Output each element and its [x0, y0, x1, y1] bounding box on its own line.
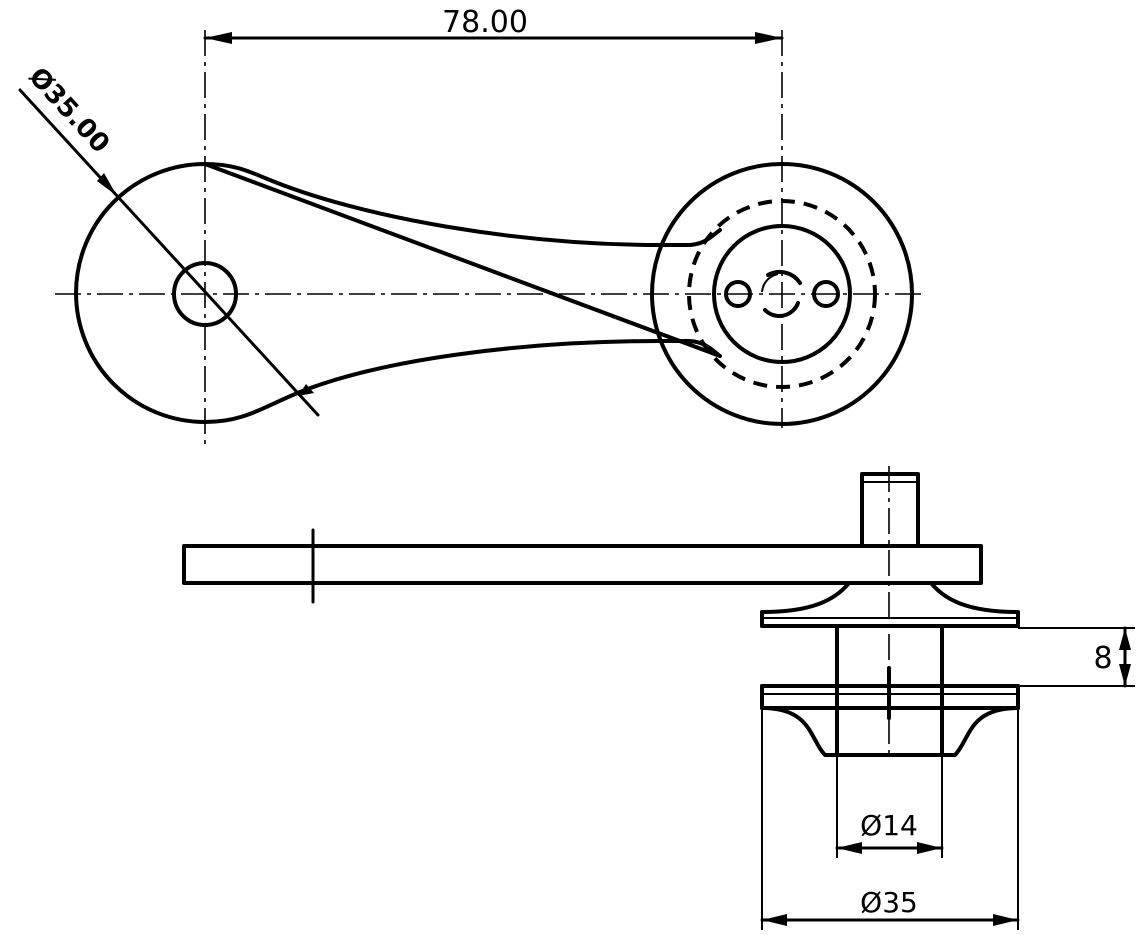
side-view: 8 Ø14 Ø35: [182, 466, 1135, 930]
dimension-height-label: 8: [1093, 641, 1112, 676]
arrow-head-diameter-top: [97, 173, 117, 196]
center-arc-inner: [761, 273, 779, 293]
lever-arm-side: [182, 544, 983, 585]
right-boss-hidden-circle: [687, 199, 877, 389]
dimension-length-label: 78.00: [442, 5, 528, 40]
arrow-shaft-right: [917, 842, 942, 854]
dimension-line-head-diameter: [18, 88, 320, 417]
center-arc-bottom: [763, 301, 800, 318]
arrow-head-diameter-bottom: [298, 384, 314, 396]
center-arc-top: [766, 269, 802, 285]
right-boss-outer-circle: [650, 162, 914, 426]
right-boss-hole-right: [812, 280, 840, 308]
lower-base: [760, 684, 1020, 757]
arrow-height-top: [1119, 628, 1131, 650]
arrow-base-right: [993, 914, 1018, 926]
arrow-height-bottom: [1119, 664, 1131, 686]
arrow-base-left: [762, 914, 787, 926]
arrow-shaft-left: [837, 842, 862, 854]
dimension-base-diameter-label: Ø35: [860, 886, 918, 919]
left-pivot-hole: [172, 261, 238, 327]
upper-flange: [760, 581, 1020, 628]
top-pin: [860, 472, 920, 548]
arrow-length-left: [205, 32, 232, 44]
top-view: 78.00 Ø35.00: [18, 5, 925, 445]
arrow-length-right: [755, 32, 782, 44]
right-boss-hole-left: [724, 280, 752, 308]
lever-outline: [74, 162, 722, 424]
dimension-shaft-diameter-label: Ø14: [860, 809, 918, 842]
right-boss-inner-circle: [712, 224, 852, 364]
